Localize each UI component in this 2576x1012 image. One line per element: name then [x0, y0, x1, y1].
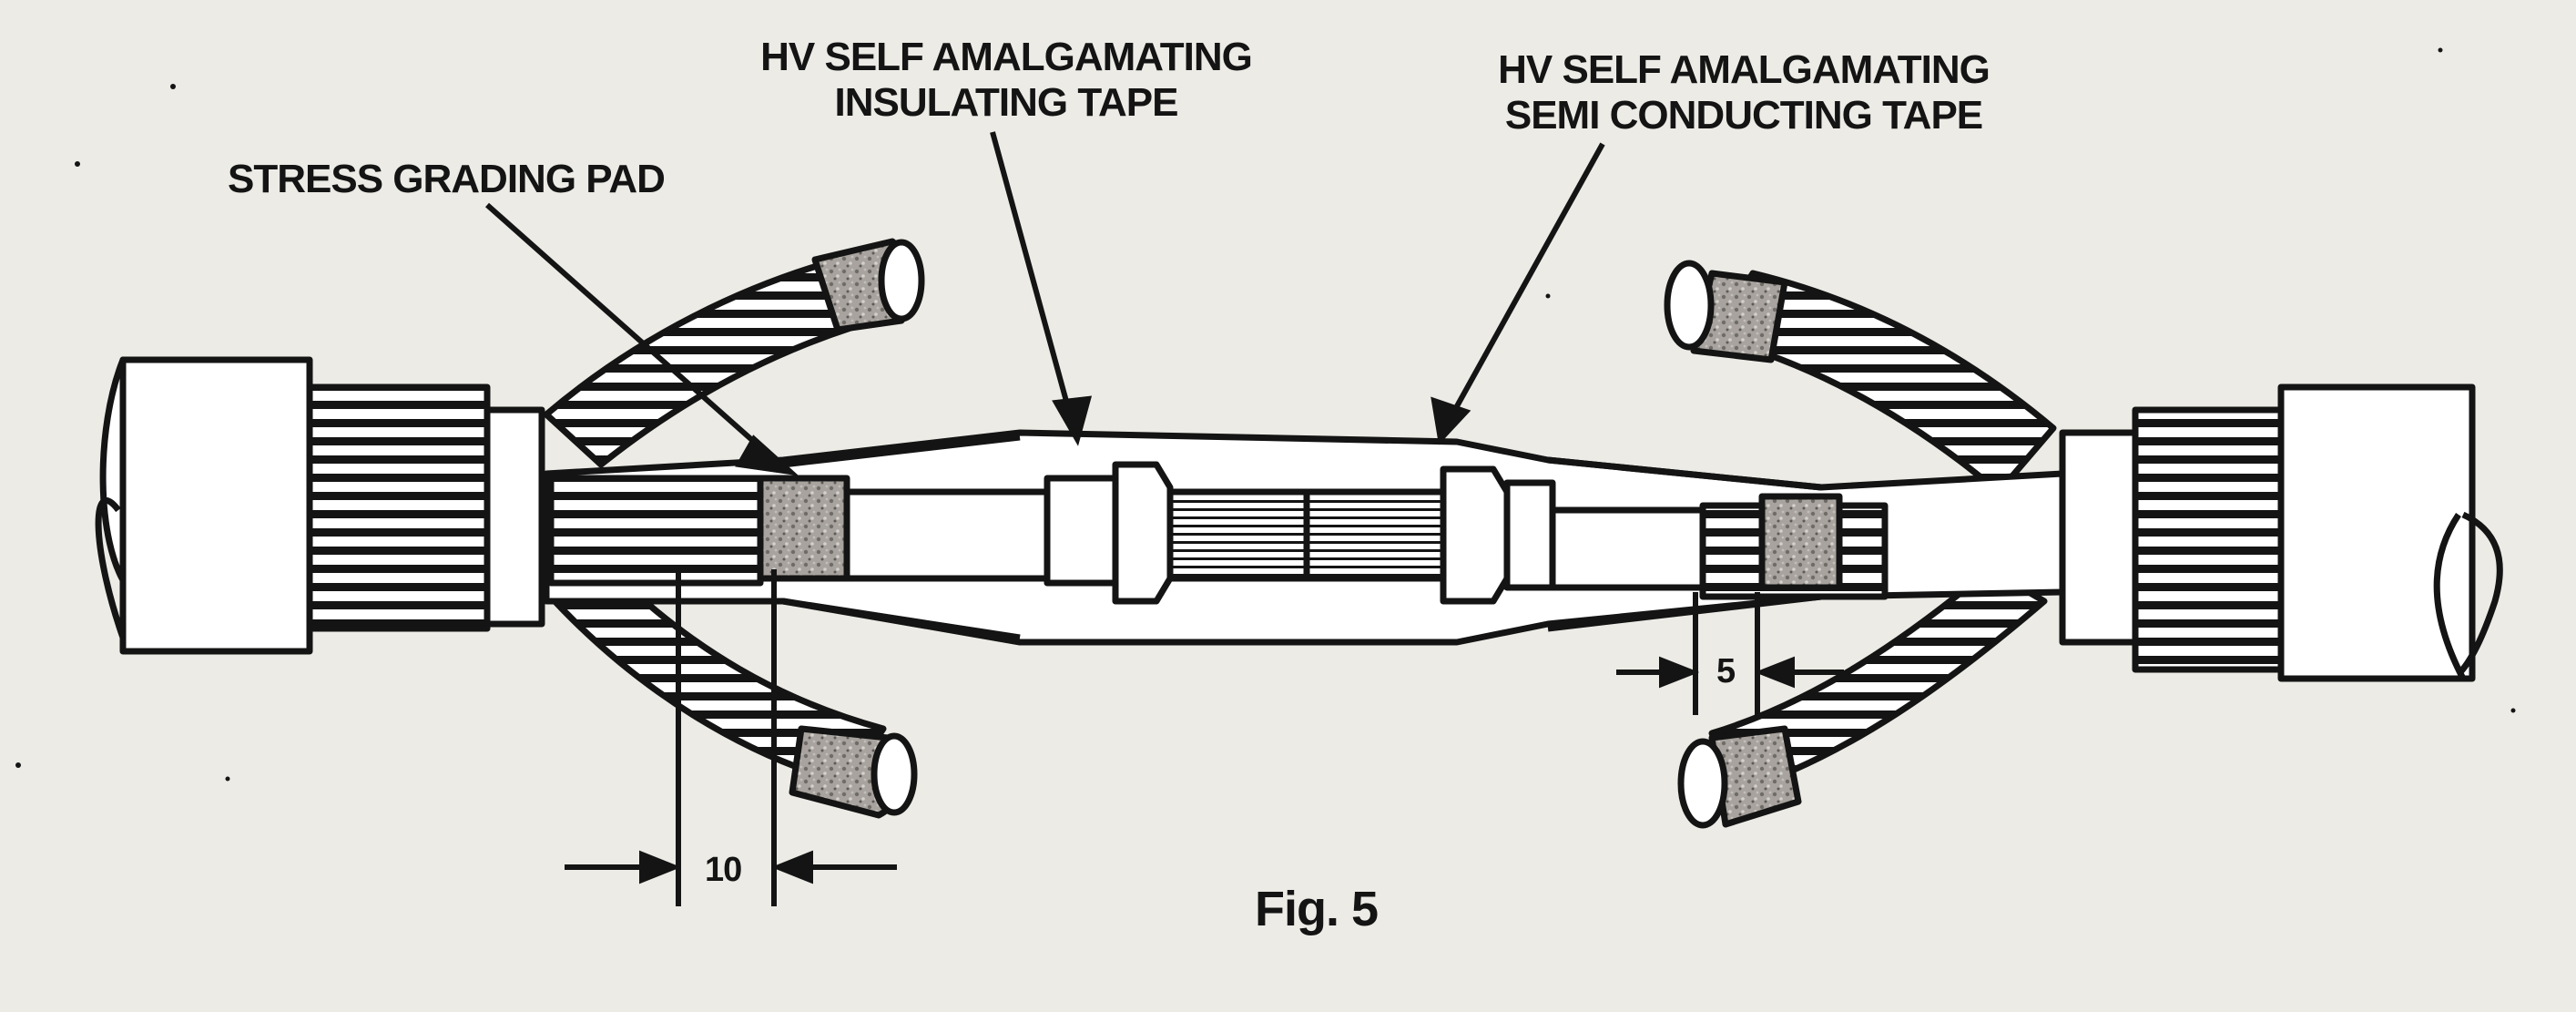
arrow-head [1052, 395, 1093, 446]
right-cable-sheath [2277, 383, 2503, 682]
right-lower-core [1677, 566, 2048, 829]
semi-tape-line2: SEMI CONDUCTING TAPE [1504, 93, 1983, 138]
left-upper-core [543, 238, 925, 468]
left-stress-grading-pad [757, 475, 850, 582]
figure-caption: Fig. 5 [1255, 882, 1379, 936]
right-stress-grading-pad [1758, 493, 1843, 591]
paper-specks [15, 47, 2516, 782]
arrow-head [735, 434, 799, 476]
stress-grading-pad-label: STRESS GRADING PAD [228, 157, 666, 202]
stress-pad-leader [485, 202, 771, 458]
left-armour-gland [306, 383, 491, 632]
left-core-insulation [843, 488, 1051, 582]
left-cable-sheath [95, 356, 313, 655]
insulating-tape-line1: HV SELF AMALGAMATING [760, 35, 1253, 79]
semi-tape-leader [1450, 142, 1605, 416]
right-armour-gland [2132, 406, 2285, 673]
left-crutch-collar [484, 406, 545, 628]
stress-grading-pad-text: STRESS GRADING PAD [228, 157, 666, 201]
right-upper-core [1664, 260, 2057, 496]
left-dimension-value: 10 [705, 851, 742, 889]
tape-taper-lines [782, 434, 1822, 641]
dimension-left [565, 569, 897, 906]
insulating-tape-leader [990, 131, 1073, 415]
insulating-tape-line2: INSULATING TAPE [834, 80, 1179, 125]
arrow-head [1431, 396, 1471, 445]
leader-arrows [485, 131, 1605, 476]
semi-conducting-tape-label: HV SELF AMALGAMATING SEMI CONDUCTING TAP… [1448, 47, 2040, 138]
connector-ferrule [1044, 461, 1556, 605]
semi-tape-line1: HV SELF AMALGAMATING [1498, 47, 1991, 92]
left-core-taping [547, 475, 764, 587]
right-core-insulation [1544, 506, 1706, 591]
dimension-right [1616, 592, 1844, 715]
right-crutch-collar [2059, 429, 2139, 646]
left-lower-core [543, 561, 918, 819]
right-dimension-value: 5 [1716, 652, 1736, 690]
insulating-tape-label: HV SELF AMALGAMATING INSULATING TAPE [710, 35, 1302, 126]
